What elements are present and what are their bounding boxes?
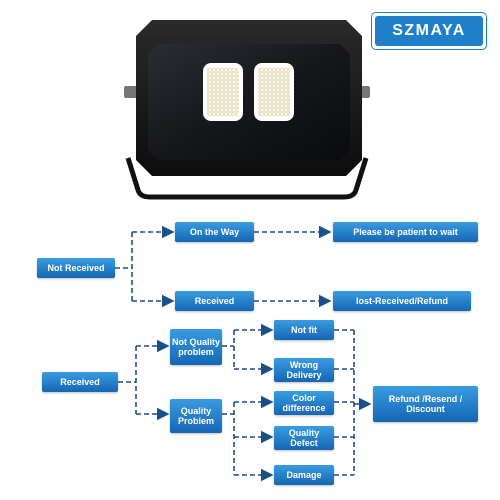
node-please-wait: Please be patient to wait xyxy=(333,222,478,242)
node-damage: Damage xyxy=(274,465,334,485)
mounting-bracket xyxy=(125,157,369,200)
brand-name: SZMAYA xyxy=(375,16,483,46)
led-array-left xyxy=(207,68,239,116)
node-lost-received-refund: lost-Received/Refund xyxy=(333,291,471,311)
light-glass xyxy=(148,44,350,160)
node-not-quality-problem: Not Quality problem xyxy=(170,329,222,365)
left-knob xyxy=(124,86,138,98)
node-wrong-delivery: Wrong Delivery xyxy=(274,358,334,382)
led-array-right xyxy=(258,68,290,116)
node-color-difference: Color difference xyxy=(274,391,334,415)
brand-badge: SZMAYA xyxy=(371,12,487,50)
node-received-bottom: Received xyxy=(42,372,118,392)
node-on-the-way: On the Way xyxy=(175,222,254,242)
node-quality-problem: Quality Problem xyxy=(170,399,222,433)
node-not-received: Not Received xyxy=(37,258,115,278)
node-received-top: Received xyxy=(175,291,254,311)
node-quality-defect: Quality Defect xyxy=(274,426,334,450)
node-refund-resend-discount: Refund /Resend / Discount xyxy=(373,386,478,422)
node-not-fit: Not fit xyxy=(274,320,334,340)
